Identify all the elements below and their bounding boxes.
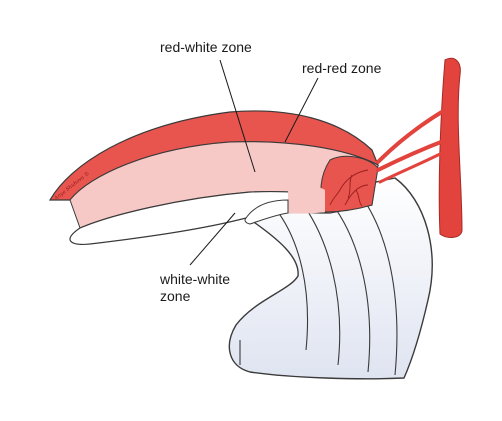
- label-white-white-zone: white-white zone: [160, 271, 230, 305]
- cross-section-pink: [288, 186, 325, 214]
- body-contour-1: [299, 199, 341, 366]
- cross-section-red: [320, 155, 379, 213]
- cross-section-tip: [244, 199, 289, 225]
- vessel-branches: [376, 108, 450, 184]
- label-red-white-zone: red-white zone: [160, 39, 252, 55]
- label-white-white-line2: zone: [160, 288, 191, 304]
- leader-red-red: [284, 77, 319, 143]
- body-contour-4: [274, 207, 309, 351]
- leader-white-white: [189, 212, 236, 266]
- blood-vessel-trunk: [438, 57, 463, 238]
- label-white-white-line1: white-white: [160, 271, 231, 287]
- label-red-red-zone: red-red zone: [302, 60, 382, 76]
- capillaries: [329, 169, 369, 207]
- meniscus-body: [228, 177, 433, 380]
- leader-red-white: [219, 59, 256, 173]
